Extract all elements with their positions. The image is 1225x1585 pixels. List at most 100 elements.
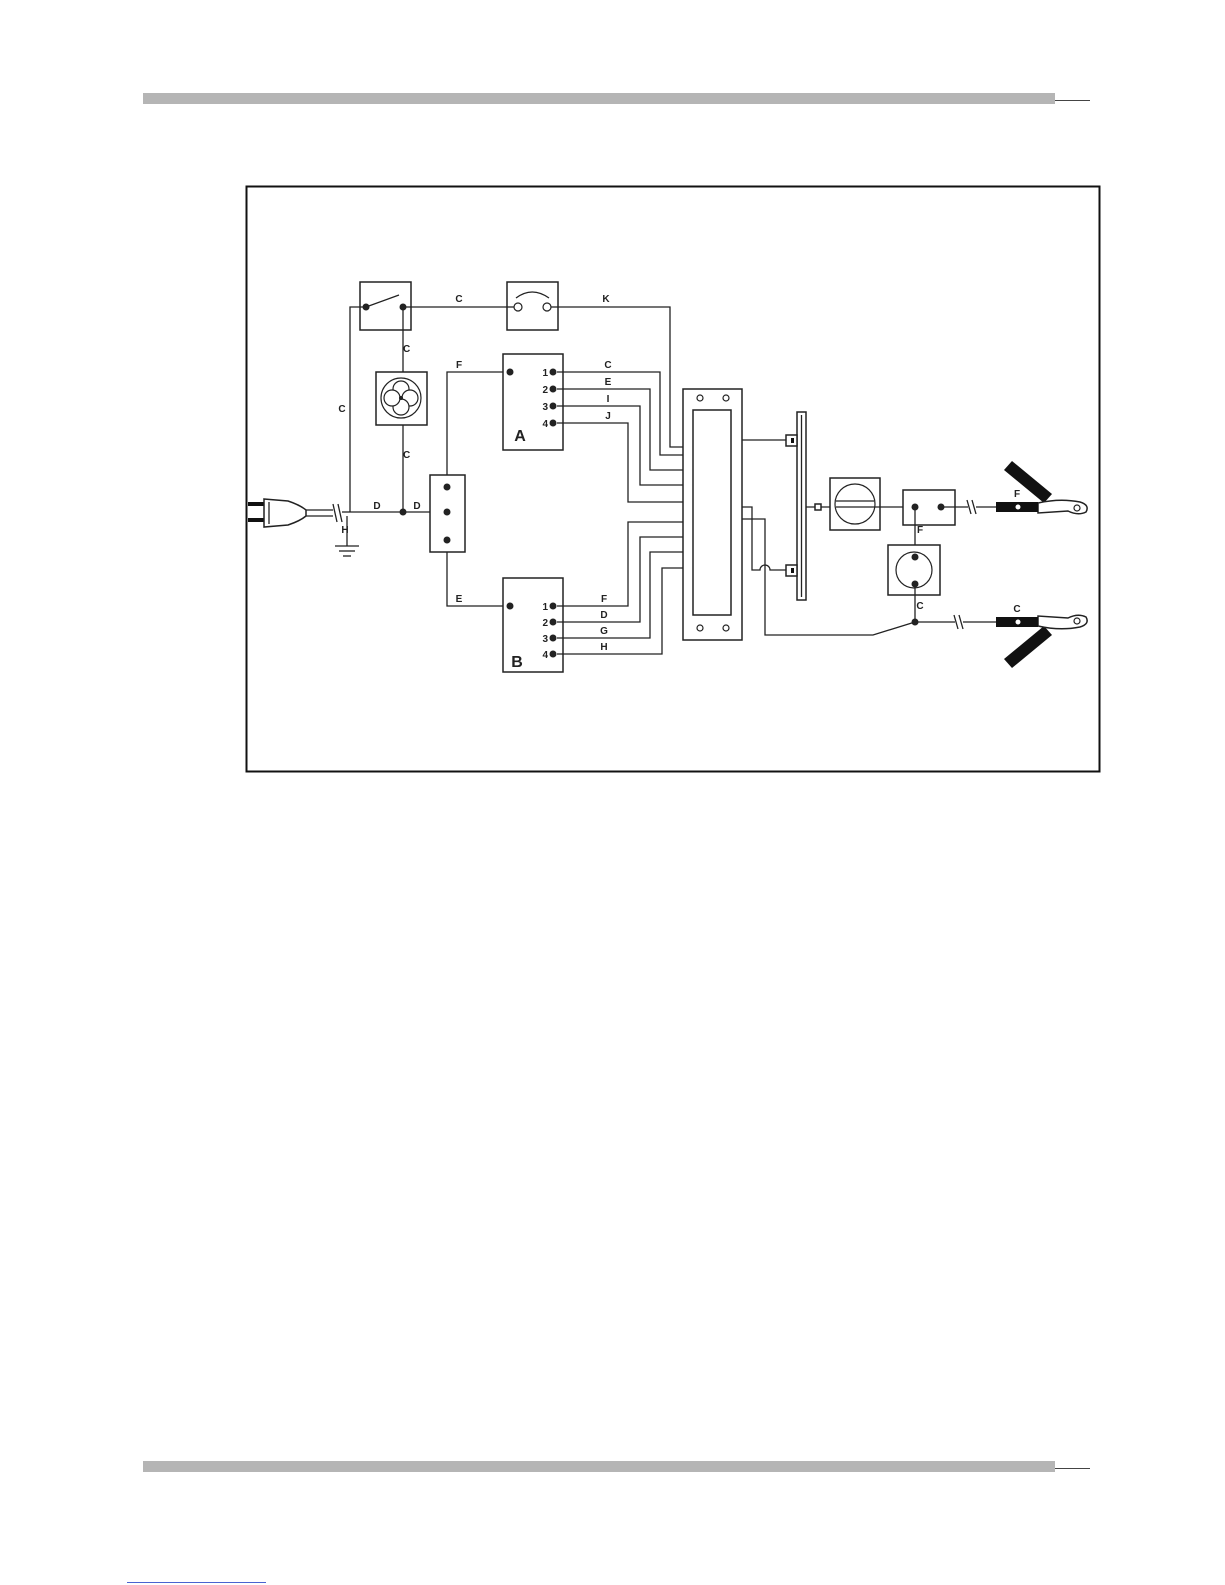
wire-box-b-3 <box>557 552 683 638</box>
mounting-hole <box>723 625 729 631</box>
wire-label: F <box>601 594 607 605</box>
link-underline <box>127 1582 266 1583</box>
box-b-terminal-number: 1 <box>542 602 548 613</box>
wire-box-a-4 <box>557 423 683 502</box>
plug-icon <box>248 499 350 527</box>
thermal-breaker-icon <box>888 545 940 595</box>
box-b-terminal-number: 2 <box>542 618 548 629</box>
cord-break-mark <box>972 500 976 514</box>
terminal-dot <box>444 509 451 516</box>
ammeter-terminal <box>815 504 821 510</box>
wire-label: G <box>600 626 608 637</box>
clamp-handle <box>1004 461 1052 503</box>
box-a-terminal-number: 1 <box>542 368 548 379</box>
box-a-terminal-dot <box>550 420 557 427</box>
plug-body <box>264 499 306 527</box>
box-a-terminal-number: 2 <box>542 385 548 396</box>
junction-dot <box>400 509 407 516</box>
wire-box-b-1 <box>557 522 683 606</box>
wire-plug-to-switch <box>350 307 366 512</box>
wire-label: D <box>413 501 420 512</box>
tap-selector-b: 1 2 3 4 B <box>503 578 563 672</box>
wire-label: H <box>600 642 607 653</box>
wire-breaker-to-transformer <box>558 307 683 447</box>
cord-break-mark <box>338 504 342 522</box>
box-a-terminal-dot <box>550 386 557 393</box>
fan-hub <box>399 396 403 400</box>
wire-label: F <box>1014 489 1020 500</box>
clamp-pivot <box>1074 505 1080 511</box>
mounting-hole <box>697 395 703 401</box>
clamp-negative-icon <box>996 615 1087 668</box>
diode-lower-stud <box>791 568 794 573</box>
wire-label: C <box>403 344 410 355</box>
wire-box-a-2 <box>557 389 683 470</box>
box-a-terminal-number: 4 <box>542 419 548 430</box>
box-b-terminal-dot <box>550 619 557 626</box>
transformer-core <box>693 410 731 615</box>
box-b-terminal-dot <box>550 635 557 642</box>
wire-box-a-1 <box>557 372 683 455</box>
fan-blade <box>384 390 400 406</box>
box-a-terminal-number: 3 <box>542 402 548 413</box>
wire-label: C <box>455 294 462 305</box>
box-b-input-dot <box>507 603 514 610</box>
wire-label: C <box>604 360 611 371</box>
box-b-terminal-number: 3 <box>542 634 548 645</box>
figure-frame <box>247 187 1100 772</box>
rectifier-heat-sink <box>786 412 806 600</box>
box-b-terminal-dot <box>550 651 557 658</box>
wire-label: H <box>341 525 348 536</box>
wire-secondary-lower <box>742 507 786 570</box>
terminal-dot <box>444 484 451 491</box>
terminal-dot <box>444 537 451 544</box>
cord-break-mark <box>333 504 337 522</box>
box-b-label: B <box>511 654 523 671</box>
clamp-pivot <box>1074 618 1080 624</box>
wire-box-b-2 <box>557 537 683 622</box>
footer-rule-bar <box>143 1461 1055 1472</box>
wire-label: C <box>1013 604 1020 615</box>
plug-prong-bottom <box>248 518 264 522</box>
ground-icon <box>335 516 359 556</box>
box-a-housing <box>503 354 563 450</box>
clamp-boot-marker <box>1016 620 1021 625</box>
wire-block-to-box-a <box>447 372 507 475</box>
thermal-contact <box>912 554 919 561</box>
wire-label: J <box>605 411 611 422</box>
mounting-hole <box>697 625 703 631</box>
wire-label: C <box>916 601 923 612</box>
breaker-contact-left <box>514 303 522 311</box>
wire-label: D <box>373 501 380 512</box>
transformer <box>683 389 742 640</box>
plug-prong-top <box>248 502 264 506</box>
box-a-input-dot <box>507 369 514 376</box>
wire-label: F <box>456 360 462 371</box>
clamp-positive-icon <box>996 461 1087 514</box>
mounting-hole <box>723 395 729 401</box>
ammeter-dial <box>835 484 875 524</box>
wire-label: K <box>602 294 610 305</box>
wiring-diagram: 1 2 3 4 A 1 2 3 4 B <box>0 0 1225 800</box>
breaker-contact-right <box>543 303 551 311</box>
box-a-terminal-dot <box>550 403 557 410</box>
wire-label: E <box>456 594 463 605</box>
diode-upper-stud <box>791 438 794 443</box>
wire-box-a-3 <box>557 406 683 485</box>
wire-box-b-4 <box>557 568 683 654</box>
cord-break-mark <box>959 615 963 629</box>
box-b-terminal-number: 4 <box>542 650 548 661</box>
wire-label: E <box>605 377 612 388</box>
wire-label: F <box>917 525 923 536</box>
wire-label: D <box>600 610 607 621</box>
wire-label: I <box>607 394 610 405</box>
clamp-boot-marker <box>1016 505 1021 510</box>
wire-label: C <box>403 450 410 461</box>
box-a-label: A <box>514 428 526 445</box>
clamp-handle <box>1004 626 1052 668</box>
fan-icon <box>376 372 427 425</box>
ammeter-icon <box>830 478 880 530</box>
circuit-breaker-icon <box>507 282 558 330</box>
terminal-block <box>430 475 465 552</box>
box-a-terminal-dot <box>550 369 557 376</box>
